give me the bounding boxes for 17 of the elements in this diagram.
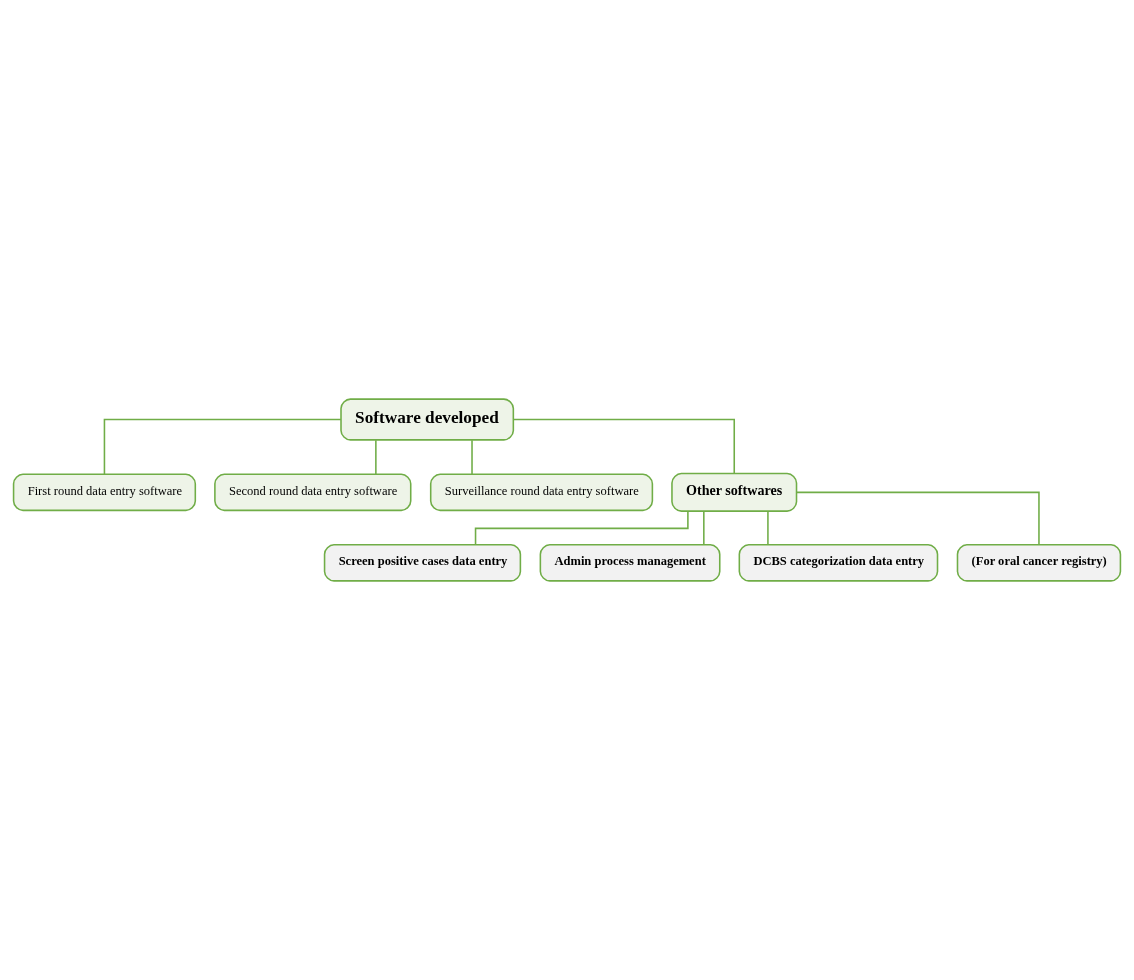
node-box: (For oral cancer registry)	[956, 544, 1122, 582]
node-box: First round data entry software	[12, 473, 197, 512]
connector	[795, 491, 1040, 546]
connector	[474, 510, 689, 546]
node-box: Other softwares	[671, 472, 798, 512]
node-box: Surveillance round data entry software	[429, 473, 654, 512]
node-box: DCBS categorization data entry	[738, 544, 939, 582]
node-box: Admin process management	[539, 544, 721, 582]
connector	[512, 418, 736, 474]
node-box: Screen positive cases data entry	[323, 544, 522, 582]
connector	[703, 510, 705, 546]
connector	[471, 439, 473, 475]
node-box: Software developed	[340, 398, 515, 441]
node-box: Second round data entry software	[214, 473, 412, 512]
connector	[103, 418, 342, 475]
connector	[767, 510, 769, 546]
connector	[375, 439, 377, 475]
